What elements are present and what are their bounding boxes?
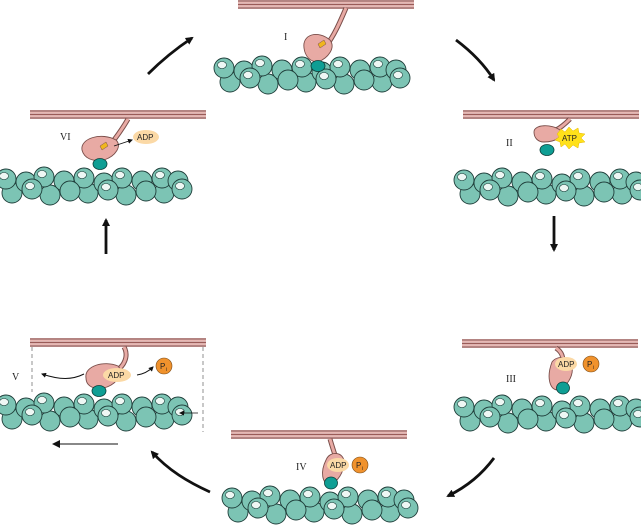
stage-4: ADP P i IV (222, 429, 418, 524)
catalytic-domain (99, 141, 109, 151)
phosphate-subscript: i (166, 367, 167, 373)
myosin-head (303, 33, 333, 63)
thick-filament (461, 338, 639, 349)
light-chain (539, 144, 555, 156)
actin-filament (454, 395, 641, 433)
phosphate-icon (155, 357, 173, 375)
stage-label-1: I (284, 32, 287, 43)
actin-filament (0, 167, 192, 205)
actin-filament (0, 393, 192, 431)
phosphate-subscript: i (593, 365, 594, 371)
light-chain (92, 158, 108, 170)
actin-filament (214, 56, 410, 94)
adp-halo (103, 368, 131, 382)
adp-label: ADP (108, 371, 124, 380)
catalytic-domain (317, 39, 327, 49)
light-chain (556, 381, 570, 395)
phosphate-label: P (160, 362, 165, 371)
phosphate-icon (582, 355, 600, 373)
stage-6: ADP VI (0, 109, 207, 205)
thick-filament (237, 0, 415, 10)
atp-burst (554, 126, 586, 150)
adp-label: ADP (330, 461, 346, 470)
release-arrow-icon (113, 138, 133, 147)
stage-label-3: III (506, 374, 516, 385)
stage-1: I (214, 0, 415, 94)
thick-filament (29, 109, 207, 120)
adp-label: ADP (137, 133, 153, 142)
actin-filament (454, 168, 641, 206)
cycle-arrow-icon (147, 36, 194, 75)
adp-halo (555, 357, 577, 371)
stage-label-2: II (506, 138, 513, 149)
cycle-arrow-icon (446, 457, 496, 498)
stage-3: ADP P i III (454, 338, 641, 433)
stage-label-4: IV (296, 462, 307, 473)
motion-arrow-icon (41, 372, 85, 379)
stage-5: ADP P i V (0, 337, 207, 448)
thick-filament (29, 337, 207, 348)
light-chain (91, 385, 107, 397)
adp-halo (327, 458, 349, 472)
adp-label: ADP (558, 360, 574, 369)
myosin-head (81, 136, 119, 161)
phosphate-label: P (587, 360, 592, 369)
stage-2: ATP II (454, 109, 641, 206)
phosphate-icon (351, 456, 369, 474)
atp-label: ATP (562, 134, 577, 143)
thick-filament (462, 109, 640, 120)
phosphate-label: P (356, 461, 361, 470)
light-chain (324, 476, 338, 490)
stage-label-6: VI (60, 132, 71, 143)
adp-halo (133, 130, 159, 144)
phosphate-subscript: i (362, 466, 363, 472)
release-arrow-icon (136, 366, 154, 376)
cycle-arrow-icon (150, 450, 211, 494)
cycle-arrow-icon (455, 38, 496, 82)
light-chain (310, 60, 326, 72)
cycle-arrows (102, 36, 558, 498)
actin-filament (222, 486, 418, 524)
thick-filament (230, 429, 408, 440)
stage-label-5: V (12, 372, 20, 383)
